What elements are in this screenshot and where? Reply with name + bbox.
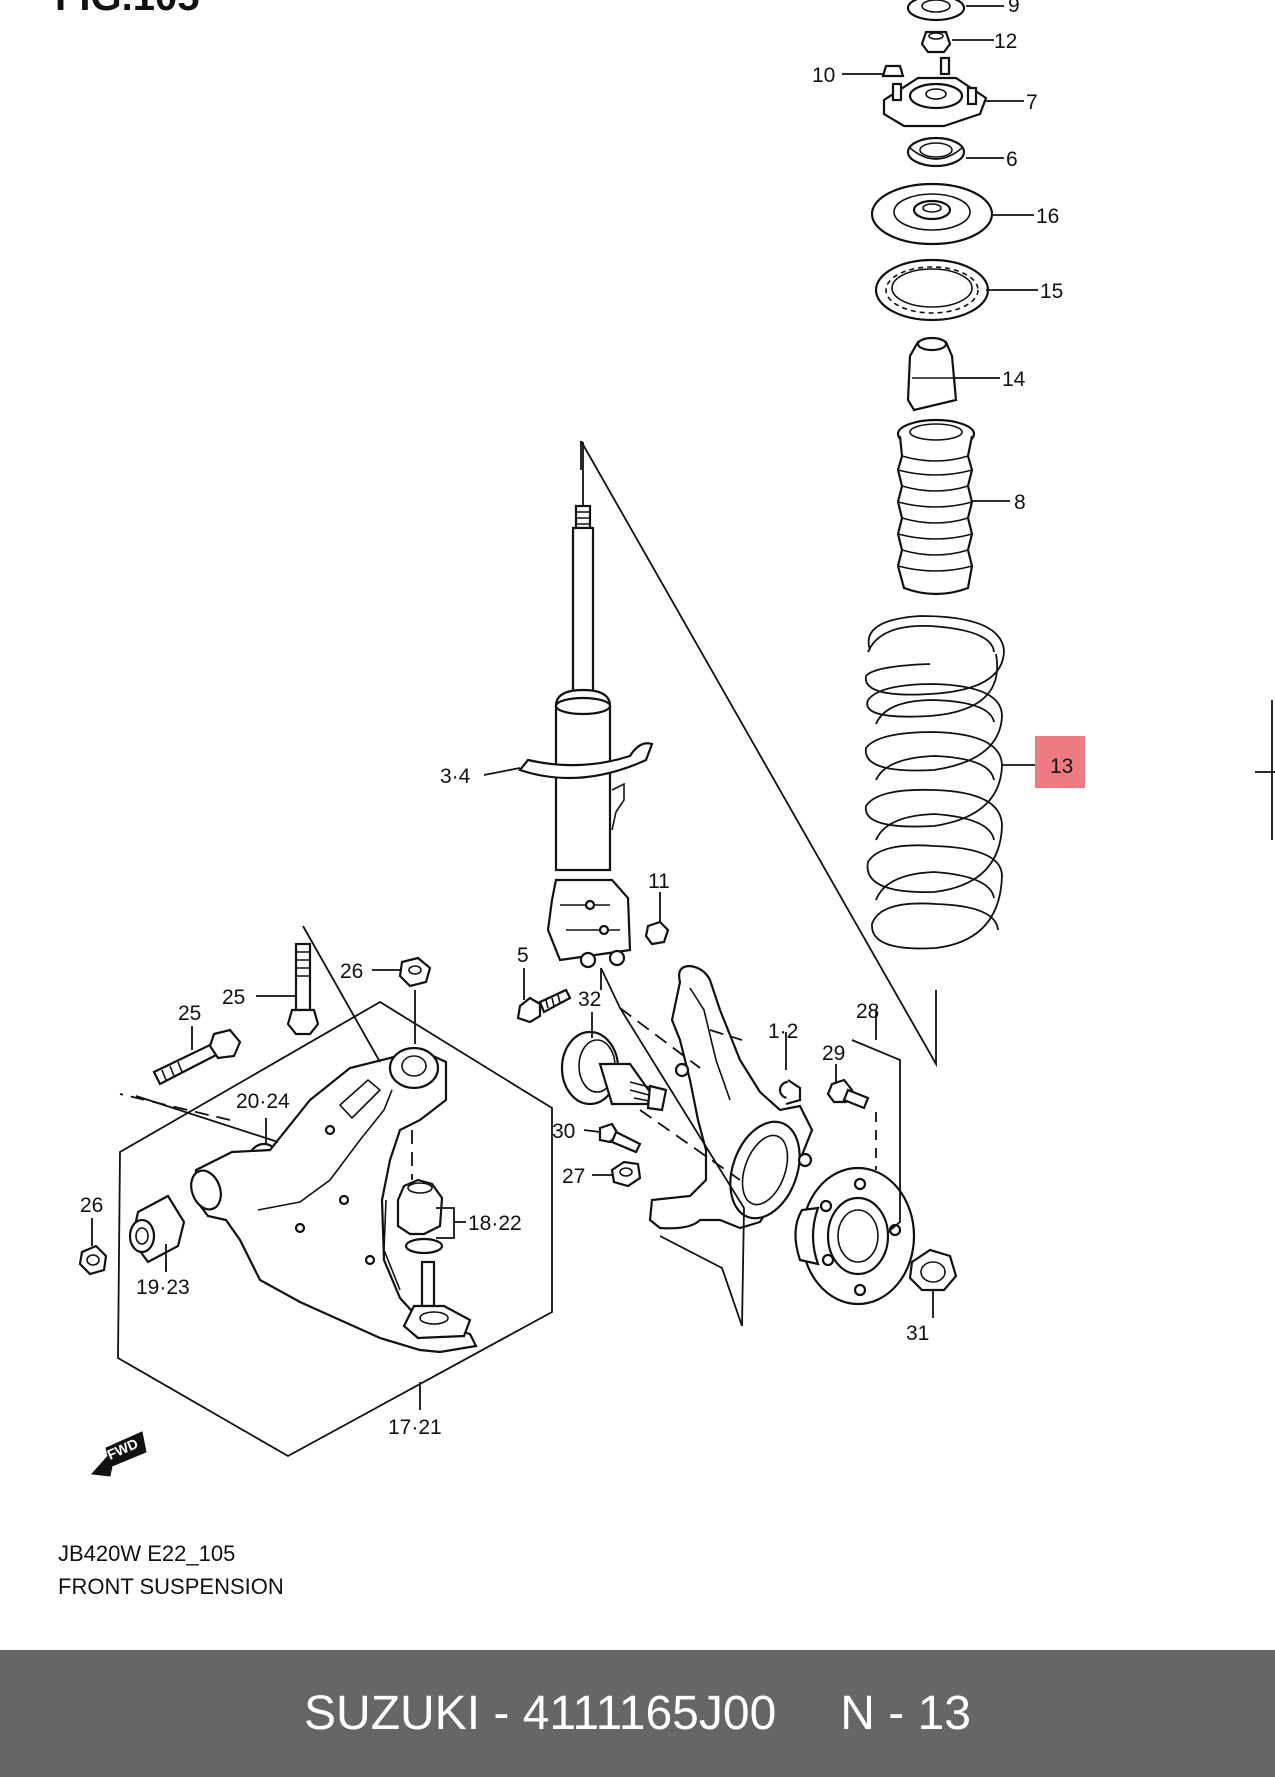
part-nut-26-left [78, 1244, 108, 1276]
part-wheel-hub [794, 1166, 916, 1306]
callout-6: 6 [1006, 148, 1018, 171]
part-nut-31 [908, 1248, 958, 1292]
callout-31: 31 [906, 1322, 929, 1345]
diagram-code: JB420W E22_105 [58, 1541, 236, 1566]
part-bolt-25-horizontal [152, 1028, 242, 1086]
part-bolt-25-vertical [286, 942, 320, 1036]
footer-bar: SUZUKI - 4111165J00 N - 13 [0, 1650, 1275, 1777]
part-insulator-15 [874, 258, 990, 322]
part-nut-11 [644, 920, 670, 946]
bracket-28 [851, 1039, 901, 1233]
part-coil-spring-13 [865, 615, 1005, 950]
callout-labels: 9 12 10 7 6 16 15 14 8 13 3·4 11 5 32 26… [80, 0, 1073, 1439]
part-boot-8 [896, 418, 976, 596]
part-hub-32 [560, 1030, 668, 1112]
guide-knuckle-bottom [659, 1235, 743, 1327]
callout-18-22: 18·22 [468, 1212, 522, 1235]
fwd-arrow-icon: FWD [90, 1431, 147, 1477]
part-strut-3-4 [518, 504, 654, 969]
part-ball-joint-18-22 [396, 1178, 472, 1340]
guide-arm-dashes [119, 1093, 413, 1180]
part-nut-12 [920, 30, 952, 54]
diagram-caption: JB420W E22_105 FRONT SUSPENSION [58, 1537, 284, 1603]
part-mount-7 [882, 56, 988, 128]
part-seat-16 [870, 182, 994, 246]
lower-arm-box [117, 1000, 553, 1458]
callout-32: 32 [578, 988, 601, 1011]
callout-17-21: 17·21 [388, 1416, 442, 1439]
callout-29: 29 [822, 1042, 845, 1065]
callout-25-horizontal: 25 [178, 1002, 201, 1025]
callout-1-2: 1·2 [768, 1020, 798, 1043]
callout-15: 15 [1040, 280, 1063, 303]
guide-line-top [580, 440, 937, 1068]
dash-knuckle [619, 1007, 743, 1181]
callout-20-24: 20·24 [236, 1090, 290, 1113]
part-lower-arm-17-21 [190, 1046, 478, 1354]
part-bushing-19-23 [128, 1194, 186, 1264]
callout-26-left: 26 [80, 1194, 103, 1217]
part-nut-27 [610, 1160, 642, 1188]
callout-30: 30 [552, 1120, 575, 1143]
callout-26-top: 26 [340, 960, 363, 983]
callout-5: 5 [517, 944, 529, 967]
footer-part-number: SUZUKI - 4111165J00 [304, 1687, 777, 1740]
suspension-diagram: FIG.105 [55, 0, 1275, 1477]
callout-14: 14 [1002, 368, 1026, 391]
callout-16: 16 [1036, 205, 1059, 228]
callout-10: 10 [812, 64, 835, 87]
callout-3-4: 3·4 [440, 765, 471, 788]
callout-8: 8 [1014, 491, 1026, 514]
part-nut-10 [881, 64, 905, 78]
part-bump-stop-14 [906, 336, 958, 412]
part-nut-26-top [398, 956, 432, 988]
callout-12: 12 [994, 30, 1017, 53]
callout-13: 13 [1050, 755, 1073, 778]
part-knuckle-1-2 [648, 964, 814, 1230]
callout-9: 9 [1008, 0, 1020, 17]
part-bolt-29 [826, 1078, 870, 1110]
guide-knuckle-left [600, 967, 745, 1327]
callout-11: 11 [648, 870, 670, 893]
part-nut-9 [906, 0, 966, 22]
callout-27: 27 [562, 1165, 585, 1188]
part-bolt-5 [516, 988, 572, 1024]
callout-19-23: 19·23 [136, 1276, 190, 1299]
footer-reference: N - 13 [840, 1687, 971, 1740]
figure-number: FIG.105 [55, 0, 200, 19]
callout-28: 28 [856, 1000, 879, 1023]
part-bolt-30 [598, 1122, 642, 1154]
callout-7: 7 [1026, 91, 1038, 114]
leader-lines [91, 5, 1038, 1410]
diagram-title: FRONT SUSPENSION [58, 1574, 284, 1599]
highlight-box-13 [1035, 736, 1085, 788]
callout-25-vertical: 25 [222, 986, 245, 1009]
part-bearing-6 [906, 136, 966, 168]
